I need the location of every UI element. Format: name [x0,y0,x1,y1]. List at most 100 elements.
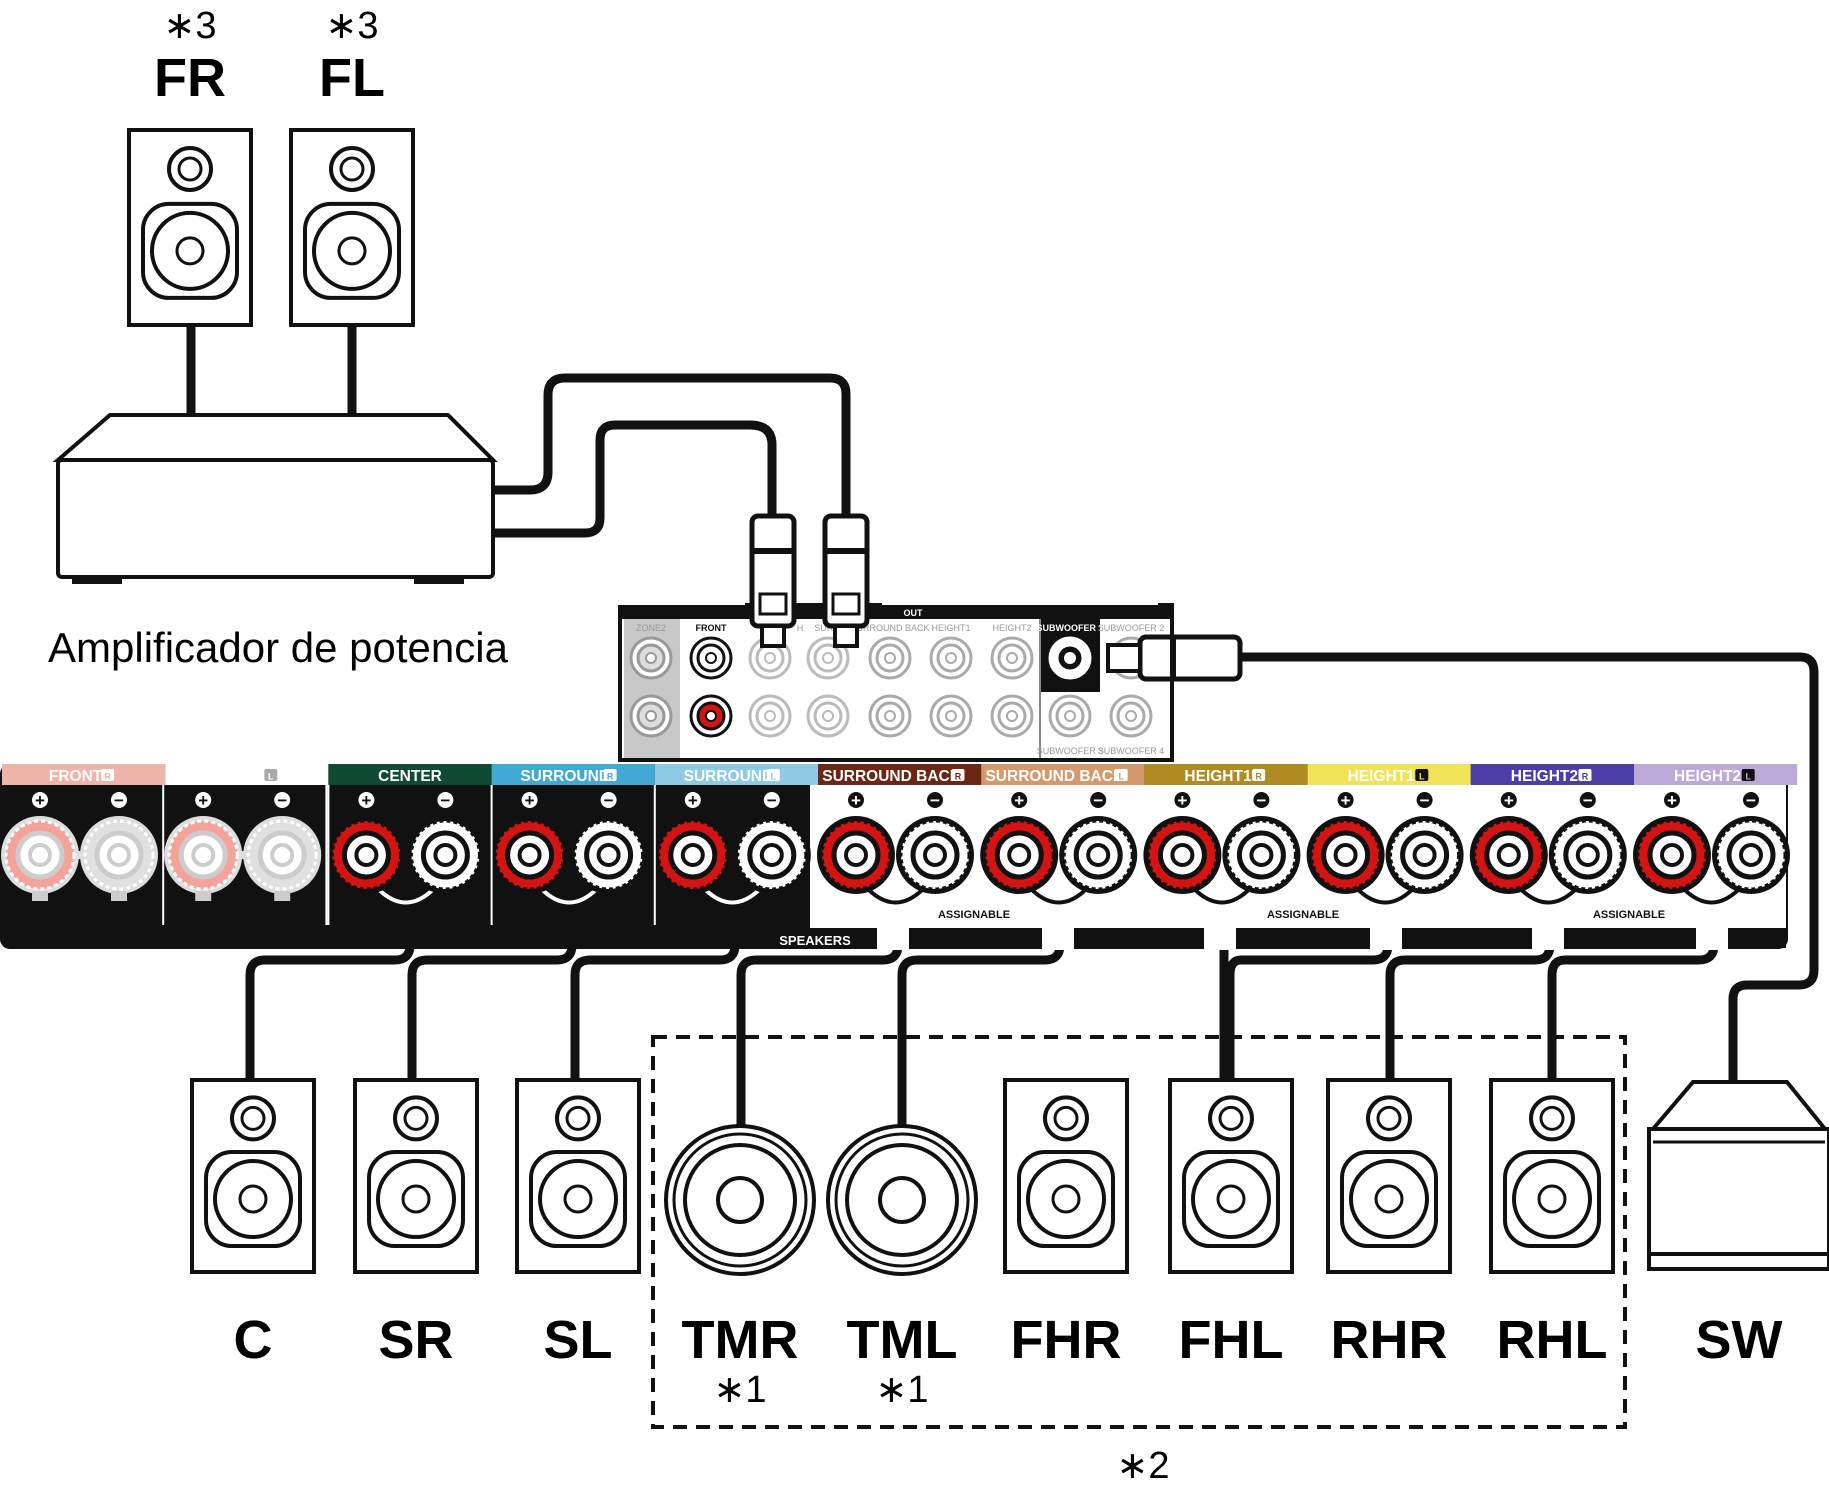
terminal-pair-9: +− [1469,791,1627,905]
terminal-link [1678,883,1745,905]
plus-terminal-hole [1333,843,1358,867]
tweeter-center [403,1105,429,1131]
front-speaker-fl: ∗3FL [289,5,415,327]
preout-label: HEIGHT1 [931,623,970,633]
band-label: FRONT [49,768,103,785]
minus-terminal-hole [923,843,947,867]
plus-terminal-hole [1007,843,1032,867]
minus-badge [111,792,127,808]
speaker-label: FHL [1179,1310,1284,1370]
optional-speakers-group: ∗2 [651,1035,1627,1487]
minus-badge [600,792,617,808]
terminal-pair-4: +− [653,785,811,925]
preout-jack-pin [1125,710,1137,722]
post-foot [32,891,48,901]
band-fill [165,764,329,785]
speaker-rhr: RHR [1326,1078,1452,1370]
minus-sign: − [1583,791,1593,810]
minus-sign: − [440,791,450,810]
minus-sign: − [1256,791,1266,810]
front-speaker-fr: ∗3FR [127,5,253,327]
minus-badge [1090,792,1107,808]
preout-tag: OUT [904,608,924,618]
preout-label: FRONT [696,623,727,633]
band-side-box [1741,769,1755,781]
woofer-center [1051,1184,1081,1214]
amplifier-label: Amplificador de potencia [48,624,509,671]
band-label: SURROUND BACK [822,768,961,785]
minus-sign: − [277,791,287,810]
rca-plug-left [749,513,797,648]
plus-terminal-hole [1170,843,1195,867]
tweeter-center [240,1105,266,1131]
band-side-box [951,769,965,781]
terminal-link [1352,883,1419,905]
band-fill [1634,764,1798,785]
subwoofer1-jack-pin [1064,652,1076,664]
front-r-jack-pin [705,710,717,722]
speaker-sr: SR [353,1078,479,1370]
ceiling-ring [672,1132,808,1268]
preout-jack-pin [884,710,896,722]
preout-jack-hidden-pin [764,710,776,722]
preout-label: SUBWOOFER 3 [1037,746,1104,756]
plus-badge [1174,792,1191,808]
speaker-label: FL [319,48,385,108]
minus-badge [763,792,780,808]
zone2-jack-pin [645,710,657,722]
speaker-tmr: TMR∗1 [664,1124,816,1411]
tweeter-center [1376,1105,1402,1131]
band-side: L [1745,772,1751,782]
ceiling-center [878,1176,926,1224]
minus-terminal-hole [1086,843,1111,867]
plus-sign: + [1667,791,1677,810]
preout-jack-pin [945,652,957,664]
band-side: R [104,772,111,782]
band-fill [1144,764,1308,785]
band-side-box [1578,769,1592,781]
plus-badge [1011,792,1028,808]
speaker-label: RHR [1331,1310,1448,1370]
speaker-label: SW [1696,1310,1783,1370]
woofer-center [401,1184,431,1214]
minus-sign: − [604,791,614,810]
preout-jack-pin [945,710,957,722]
panel-cable-gap [1696,924,1728,950]
minus-terminal-hole [270,843,295,867]
cables [186,318,1819,1130]
post-foot [195,891,212,901]
minus-sign: − [1746,791,1756,810]
plus-sign: + [688,791,698,810]
speaker-label: SL [543,1310,612,1370]
minus-badge [1579,792,1596,808]
band-side-box [1415,769,1429,781]
band-label: HEIGHT1 [1184,768,1252,785]
minus-terminal-hole [1575,843,1600,867]
plus-badge [684,792,701,808]
band-side: L [1419,772,1425,782]
speaker-label: C [234,1310,273,1370]
band-label: CENTER [378,768,442,785]
woofer-center [1374,1184,1404,1214]
preout-label: ZONE2 [636,623,666,633]
preout-tag-box [898,606,928,619]
minus-sign: − [930,791,940,810]
preout-jack-pin [1006,710,1018,722]
band-label: HEIGHT2 [1511,768,1578,785]
speaker-label: FR [154,48,226,108]
plus-sign: + [851,791,861,810]
speaker-label: TML [847,1310,958,1370]
assignable-label: ASSIGNABLE [938,909,1010,921]
plus-sign: + [1014,791,1024,810]
terminal-pair-5: +− [817,791,974,905]
plus-terminal-hole [354,843,379,867]
woofer-center [1216,1184,1246,1214]
